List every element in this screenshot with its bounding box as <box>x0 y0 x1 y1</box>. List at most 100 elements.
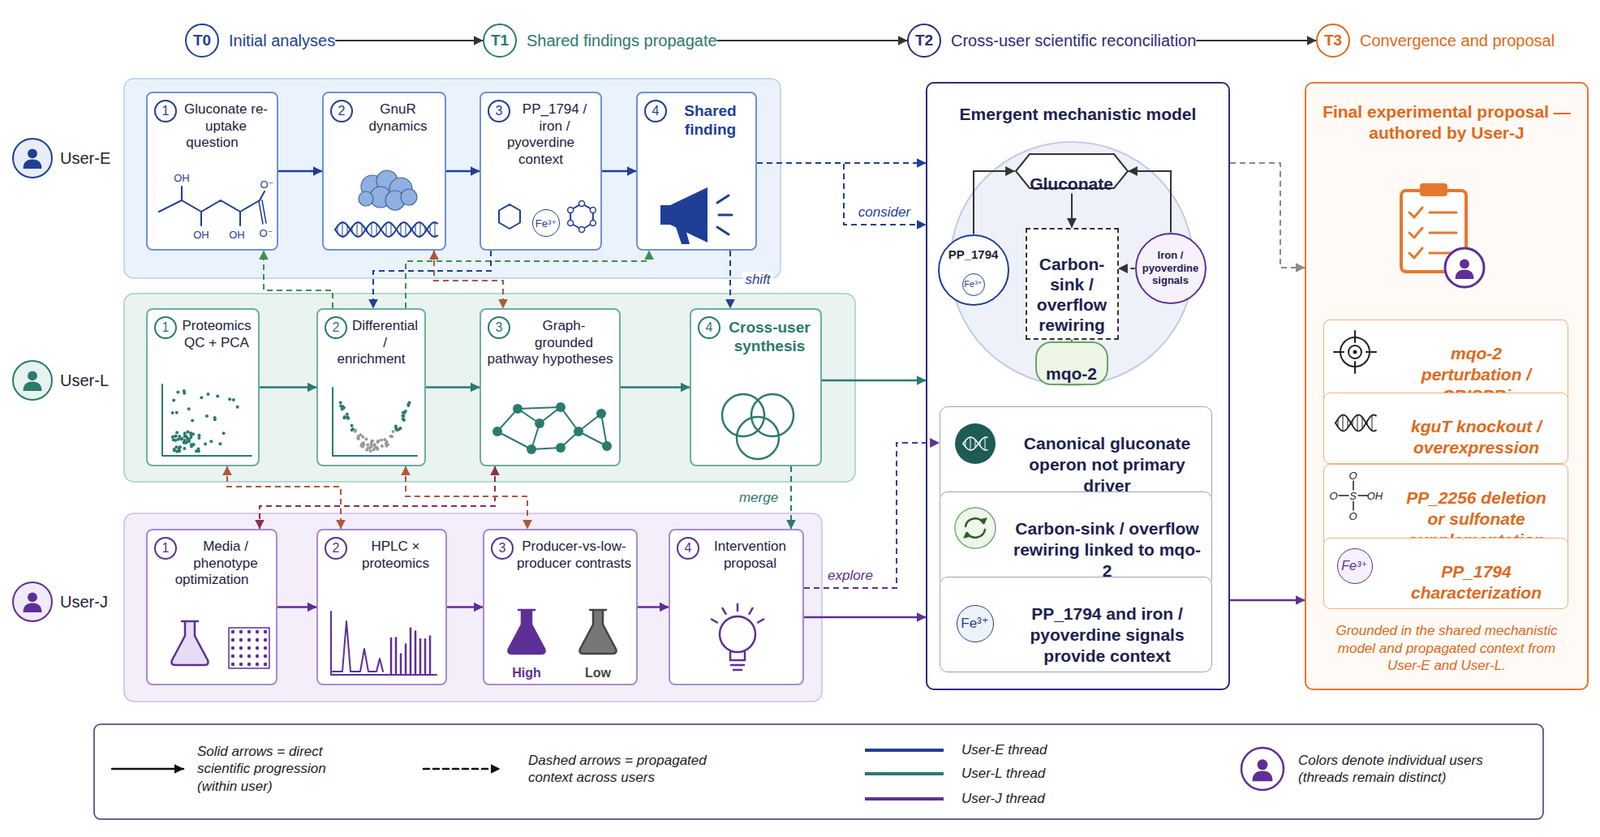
graphic-part <box>337 226 339 234</box>
finding-box: Canonical gluconate operon not primary d… <box>939 406 1213 504</box>
graphic-part <box>239 646 243 650</box>
graphic-part <box>179 437 183 441</box>
connector <box>804 616 926 620</box>
graphic-part <box>353 430 357 434</box>
graphic-part <box>177 449 181 453</box>
ion-badge: Fe³⁺ <box>532 209 560 237</box>
graphic-part <box>1346 417 1348 428</box>
graphic-part <box>400 223 402 236</box>
legend-text: Colors denote individual users (threads … <box>1298 752 1522 788</box>
graphic-part <box>183 440 187 444</box>
graphic-part <box>263 630 267 634</box>
legend-swatch <box>864 797 944 801</box>
graphic-part <box>369 446 373 450</box>
flask-label: Low <box>584 666 611 680</box>
graphic-part <box>1429 211 1457 215</box>
graphic-part <box>401 417 405 421</box>
graphic-part <box>335 222 438 237</box>
graphic-part <box>263 654 267 659</box>
graphic-part <box>1341 414 1343 431</box>
step-box: 1Media / phenotype optimization <box>146 529 278 686</box>
graphic-part <box>179 437 183 441</box>
graphic-part <box>1304 81 1589 691</box>
graphic-part <box>375 446 379 450</box>
connector <box>602 170 637 173</box>
phase-header: T2Cross-user scientific reconciliation <box>907 23 1196 58</box>
step-number: 1 <box>154 316 177 340</box>
ion-badge: Fe³⁺ <box>956 605 994 643</box>
step-number: 3 <box>487 99 511 123</box>
graphic-part <box>185 430 190 435</box>
graphic-part <box>182 389 186 393</box>
graphic-part <box>730 652 745 671</box>
graphic-part <box>420 222 422 237</box>
graphic-part <box>124 78 781 279</box>
graphic-part <box>346 417 350 421</box>
graphic-part <box>247 662 251 667</box>
node-label: PP_1794 <box>939 236 1008 262</box>
graphic-part <box>182 391 186 396</box>
graphic-part <box>12 582 52 622</box>
graphic-part <box>192 443 196 447</box>
graphic-part <box>555 402 566 413</box>
step-number: 4 <box>697 316 721 340</box>
ion-badge: Fe³⁺ <box>962 273 985 297</box>
graphic-part <box>365 447 370 451</box>
step-box: 3PP_1794 / iron / pyoverdine contextFe³⁺ <box>479 91 603 251</box>
graphic-part <box>365 448 369 452</box>
graphic-part <box>345 412 349 417</box>
graphic-part <box>356 436 360 440</box>
panel-title: Emergent mechanistic model <box>927 83 1229 125</box>
graphic-part <box>1335 414 1377 431</box>
graphic-part <box>263 638 267 642</box>
graphic-part <box>373 443 377 447</box>
graphic-part <box>12 138 52 178</box>
finding-text: PP_1794 and iron / pyoverdine signals pr… <box>1011 582 1204 668</box>
graphic-part <box>980 518 987 525</box>
graphic-part <box>1333 331 1377 374</box>
connector <box>756 162 926 164</box>
graphic-part <box>1352 349 1357 354</box>
graphic-part <box>395 637 398 674</box>
graphic-part <box>399 426 403 431</box>
graphic-part <box>497 408 518 432</box>
atom-label: S <box>1349 490 1357 501</box>
graphic-part <box>1348 345 1362 359</box>
graphic-part <box>376 439 380 444</box>
circle-node: Iron / pyoverdine signals <box>1135 232 1207 305</box>
graphic-part <box>176 438 181 442</box>
graphic-part <box>247 638 251 642</box>
graphic-part <box>176 449 181 453</box>
atom-label: O⁻ <box>259 227 274 239</box>
graphic-part <box>258 200 267 224</box>
user-badge: User-L <box>11 359 109 402</box>
step-title: Producer-vs-low-producer contrasts <box>484 530 637 573</box>
graphic-part <box>974 439 976 448</box>
graphic-part <box>492 426 503 437</box>
step-number: 3 <box>490 537 514 560</box>
graphic-part <box>356 437 361 441</box>
graphic-part <box>555 443 566 453</box>
graphic-part <box>27 370 38 381</box>
atom-label: O⁻ <box>260 179 275 190</box>
graphic-part <box>231 646 235 650</box>
step-box: 4Cross-user synthesis <box>689 308 822 467</box>
graphic-part <box>187 439 191 444</box>
user-name: User-J <box>60 593 108 612</box>
graphic-part <box>1257 759 1269 770</box>
graphic-part <box>239 638 243 642</box>
graphic-part <box>350 424 354 428</box>
graphic-part <box>339 404 343 409</box>
edge-label: explore <box>825 567 876 585</box>
atom-label: O <box>1329 490 1338 501</box>
graphic-part <box>23 602 43 613</box>
graphic-part <box>205 414 209 418</box>
graphic-part <box>162 384 252 456</box>
graphic-part <box>178 446 182 450</box>
proposal-text: PP_1794 characterization <box>1390 543 1563 605</box>
graphic-part <box>231 662 235 667</box>
graphic-part <box>361 175 384 198</box>
connector <box>804 443 940 589</box>
graphic-part <box>736 417 779 460</box>
atom-label: OH <box>228 229 246 241</box>
